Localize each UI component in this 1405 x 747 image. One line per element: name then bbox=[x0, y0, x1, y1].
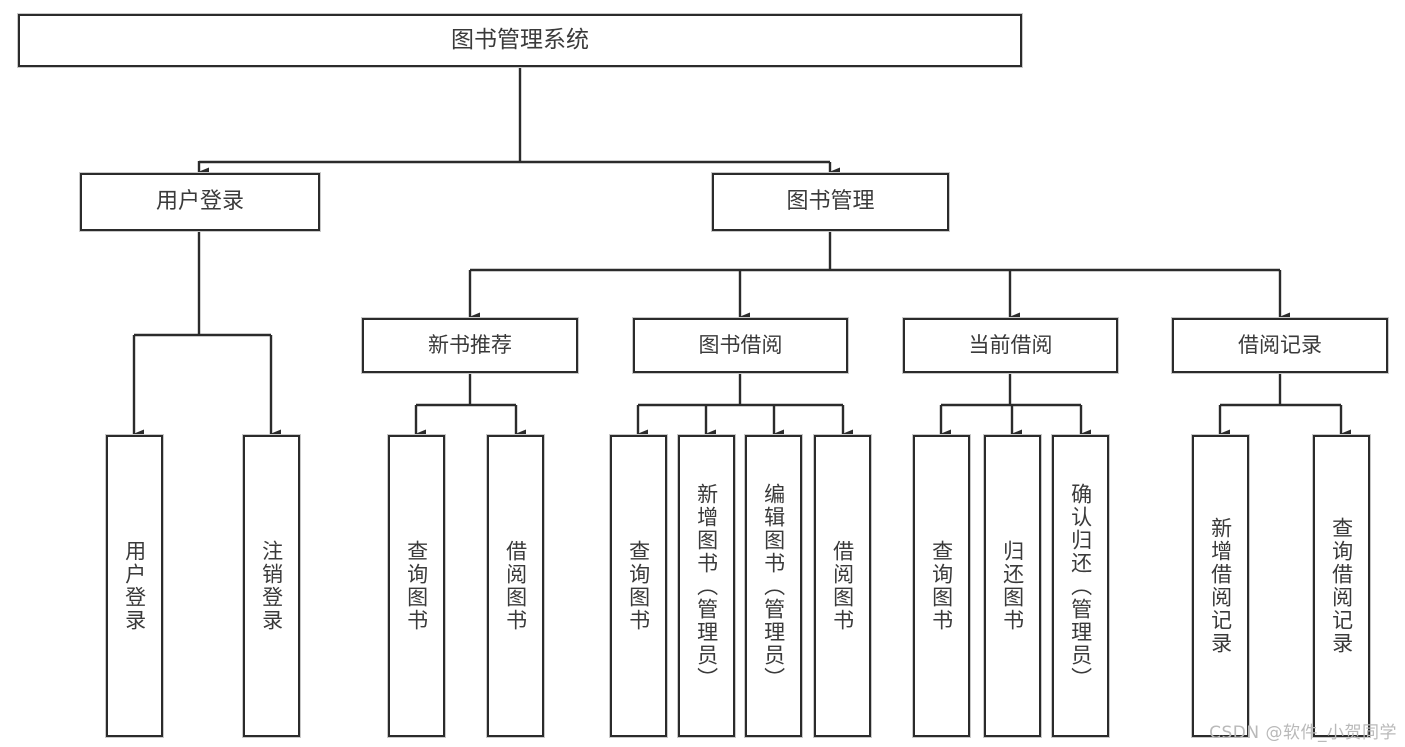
node-root-system[interactable]: 图书管理系统 bbox=[18, 14, 1022, 67]
leaf-label: 新增图书（管理员） bbox=[694, 482, 719, 690]
leaf-node[interactable]: 注销登录 bbox=[243, 435, 300, 737]
leaf-node[interactable]: 归还图书 bbox=[984, 435, 1041, 737]
leaf-label: 查询借阅记录 bbox=[1329, 517, 1354, 655]
leaf-label: 查询图书 bbox=[626, 540, 651, 632]
leaf-label: 归还图书 bbox=[1000, 540, 1025, 632]
leaf-label: 编辑图书（管理员） bbox=[761, 482, 786, 690]
node-current-borrow[interactable]: 当前借阅 bbox=[903, 318, 1118, 373]
node-user-login[interactable]: 用户登录 bbox=[80, 173, 320, 231]
leaf-node[interactable]: 新增图书（管理员） bbox=[678, 435, 735, 737]
leaf-node[interactable]: 确认归还（管理员） bbox=[1052, 435, 1109, 737]
leaf-node[interactable]: 用户登录 bbox=[106, 435, 163, 737]
leaf-label: 借阅图书 bbox=[830, 540, 855, 632]
leaf-label: 用户登录 bbox=[122, 540, 147, 632]
leaf-label: 确认归还（管理员） bbox=[1068, 482, 1093, 690]
leaf-label: 新增借阅记录 bbox=[1208, 517, 1233, 655]
node-book-borrow[interactable]: 图书借阅 bbox=[633, 318, 848, 373]
leaf-node[interactable]: 编辑图书（管理员） bbox=[745, 435, 802, 737]
leaf-label: 注销登录 bbox=[259, 540, 284, 632]
leaf-node[interactable]: 查询图书 bbox=[610, 435, 667, 737]
leaf-label: 借阅图书 bbox=[503, 540, 528, 632]
leaf-node[interactable]: 新增借阅记录 bbox=[1192, 435, 1249, 737]
leaf-node[interactable]: 查询借阅记录 bbox=[1313, 435, 1370, 737]
leaf-label: 查询图书 bbox=[929, 540, 954, 632]
leaf-node[interactable]: 查询图书 bbox=[388, 435, 445, 737]
leaf-node[interactable]: 查询图书 bbox=[913, 435, 970, 737]
leaf-label: 查询图书 bbox=[404, 540, 429, 632]
node-new-book-recommend[interactable]: 新书推荐 bbox=[362, 318, 578, 373]
watermark-text: CSDN @软件_小贺同学 bbox=[1209, 723, 1397, 743]
node-book-management[interactable]: 图书管理 bbox=[712, 173, 949, 231]
leaf-node[interactable]: 借阅图书 bbox=[487, 435, 544, 737]
leaf-node[interactable]: 借阅图书 bbox=[814, 435, 871, 737]
node-borrow-record[interactable]: 借阅记录 bbox=[1172, 318, 1388, 373]
